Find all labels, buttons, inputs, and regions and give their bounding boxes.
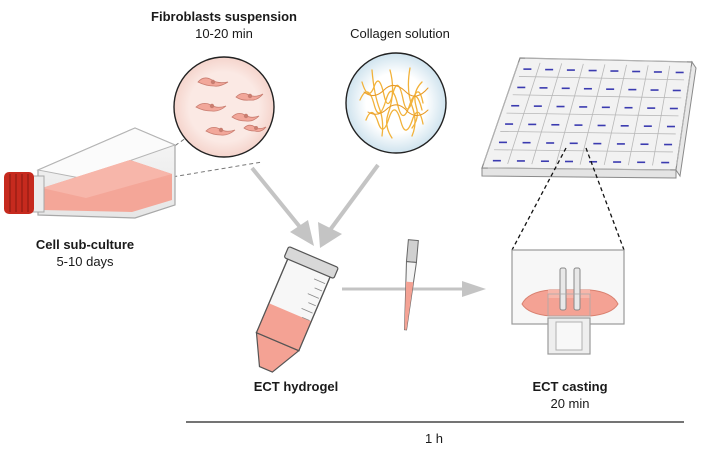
plate-well-tissue — [516, 160, 525, 162]
plate-well-tissue — [620, 125, 629, 127]
zoom-line-left — [511, 147, 567, 251]
plate-well-tissue — [616, 143, 625, 145]
plate-well-tissue — [540, 160, 549, 163]
plate-grid-line — [525, 57, 687, 63]
plate-well-tissue — [672, 89, 681, 92]
subculture-label: Cell sub-culture 5-10 days — [10, 236, 160, 270]
plate-well-tissue — [637, 161, 646, 164]
hydrogel-label: ECT hydrogel — [236, 378, 356, 395]
plate-well-tissue — [653, 71, 662, 73]
plate-well-tissue — [565, 160, 574, 163]
plate-well-tissue — [647, 107, 656, 109]
well-plate-icon — [481, 57, 697, 179]
plate-grid-line — [483, 62, 519, 164]
plate-well-tissue — [588, 69, 597, 72]
plate-well-tissue — [610, 70, 619, 72]
plate-well-tissue — [640, 143, 649, 146]
plate-well-tissue — [569, 142, 578, 145]
plate-well-tissue — [551, 123, 560, 126]
casting-title: ECT casting — [532, 379, 608, 394]
plate-well-tissue — [632, 70, 641, 73]
plate-well-tissue — [505, 123, 514, 125]
plate-well-tissue — [561, 87, 570, 90]
plate-well-tissue — [523, 68, 532, 70]
plate-well-tissue — [498, 141, 507, 144]
plate-well-tissue — [583, 87, 592, 90]
fibroblasts-title: Fibroblasts suspension — [151, 9, 297, 24]
plate-well-tissue — [492, 159, 501, 162]
plate-well-tissue — [579, 106, 588, 108]
plate-well-tissue — [546, 142, 555, 144]
plate-well-tissue — [606, 88, 615, 90]
plate-well-tissue — [597, 124, 606, 127]
plate-well-tissue — [517, 86, 526, 89]
casting-label: ECT casting 20 min — [510, 378, 630, 412]
plate-well-tissue — [624, 106, 633, 109]
plate-well-tissue — [650, 89, 659, 91]
plate-well-tissue — [511, 104, 520, 107]
plate-well-tissue — [539, 87, 548, 89]
casting-mold-icon — [511, 249, 625, 355]
plate-grid-line — [494, 149, 673, 153]
timeline-label: 1 h — [404, 430, 464, 447]
plate-grid-line — [676, 66, 692, 166]
collagen-title: Collagen solution — [350, 26, 450, 41]
plate-well-tissue — [661, 161, 670, 164]
hydrogel-title: ECT hydrogel — [253, 379, 339, 394]
fibroblasts-label: Fibroblasts suspension 10-20 min — [130, 8, 318, 42]
pipette-tip-icon — [404, 239, 419, 331]
plate-well-tissue — [669, 107, 678, 110]
fibroblast-cells-icon — [173, 56, 275, 158]
plate-well-tissue — [556, 105, 565, 108]
plate-well-tissue — [666, 125, 675, 128]
plate-well-tissue — [574, 124, 583, 126]
plate-well-tissue — [566, 69, 575, 71]
collagen-fibers-icon — [345, 52, 447, 154]
plate-well-tissue — [613, 161, 622, 163]
culture-flask-icon — [4, 127, 263, 219]
plate-well-tissue — [628, 88, 637, 91]
plate-grid-line — [506, 112, 679, 117]
plate-well-tissue — [593, 142, 602, 145]
process-arrows — [250, 163, 486, 297]
plate-well-tissue — [522, 141, 531, 144]
plate-well-tissue — [675, 71, 684, 74]
plate-grid-line — [518, 76, 685, 81]
plate-well-tissue — [528, 123, 537, 126]
subculture-duration: 5-10 days — [56, 254, 114, 269]
subculture-title: Cell sub-culture — [35, 237, 135, 252]
plate-grid-line — [500, 131, 676, 135]
plate-grid-line — [512, 94, 682, 99]
plate-grid-line — [487, 167, 671, 171]
timeline-total: 1 h — [424, 431, 444, 446]
plate-well-tissue — [545, 68, 554, 71]
collagen-label: Collagen solution — [330, 25, 470, 42]
plate-well-tissue — [533, 105, 542, 107]
casting-duration: 20 min — [550, 396, 590, 411]
plate-well-tissue — [589, 160, 598, 163]
plate-well-tissue — [601, 106, 610, 109]
plate-well-tissue — [664, 143, 673, 146]
fibroblasts-duration: 10-20 min — [195, 26, 253, 41]
plate-well-tissue — [643, 125, 652, 127]
conical-tube-icon — [255, 246, 339, 373]
